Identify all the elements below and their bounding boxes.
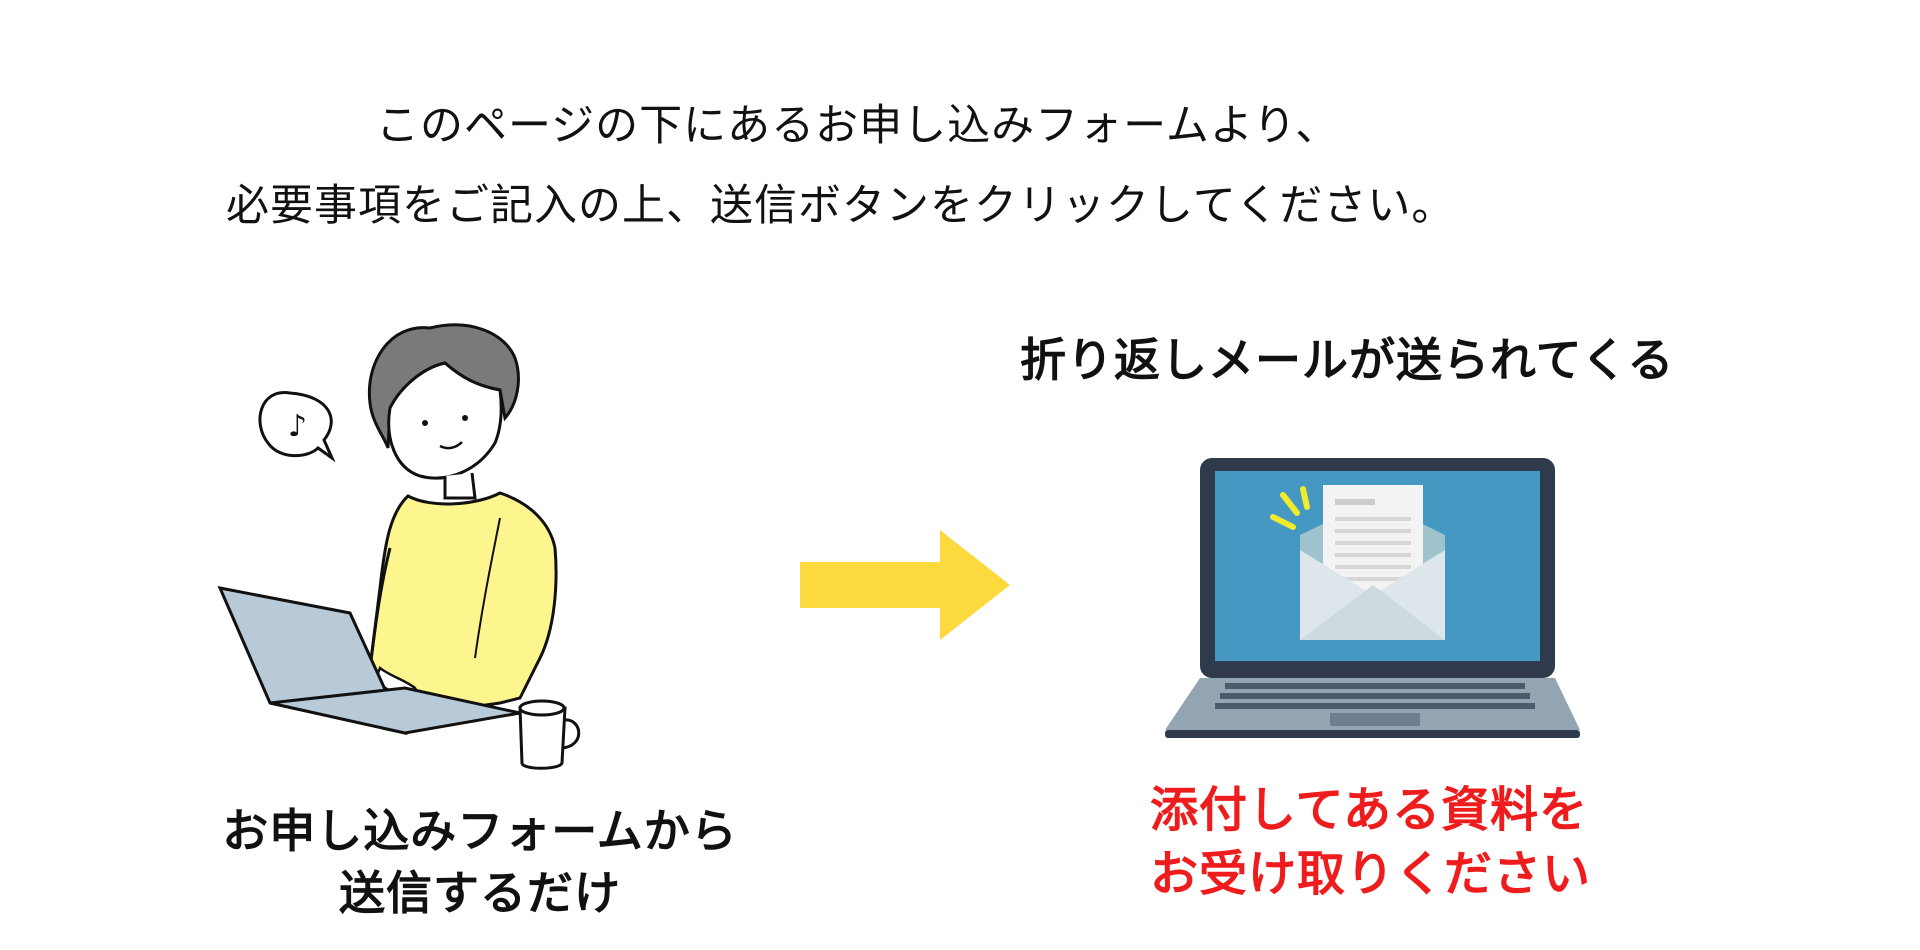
- right-caption: 添付してある資料を お受け取りください: [1150, 778, 1670, 906]
- left-caption-line-1: お申し込みフォームから: [222, 804, 738, 858]
- intro-line-1: このページの下にあるお申し込みフォームより、: [376, 101, 1340, 151]
- right-title: 折り返しメールが送られてくる: [1020, 333, 1675, 387]
- mug-icon: [518, 699, 581, 770]
- left-caption: お申し込みフォームから 送信するだけ: [160, 800, 800, 924]
- laptop-icon: [217, 585, 521, 736]
- woman-laptop-illustration: ♪: [217, 323, 581, 770]
- music-note-icon: ♪: [288, 409, 307, 444]
- intro-line-2: 必要事項をご記入の上、送信ボタンをクリックしてください。: [226, 181, 1456, 231]
- intro-text-block: このページの下にあるお申し込みフォームより、 必要事項をご記入の上、送信ボタンを…: [0, 0, 1920, 240]
- right-caption-line-1: 添付してある資料を: [1150, 782, 1589, 838]
- right-arrow-icon: [800, 530, 1010, 640]
- speech-bubble-icon: ♪: [258, 391, 336, 463]
- laptop-email-illustration: [1165, 458, 1580, 738]
- right-caption-line-2: お受け取りください: [1150, 846, 1592, 902]
- sparkle-icon: [1270, 486, 1310, 530]
- left-caption-line-2: 送信するだけ: [339, 866, 621, 920]
- envelope-icon: [1300, 485, 1445, 640]
